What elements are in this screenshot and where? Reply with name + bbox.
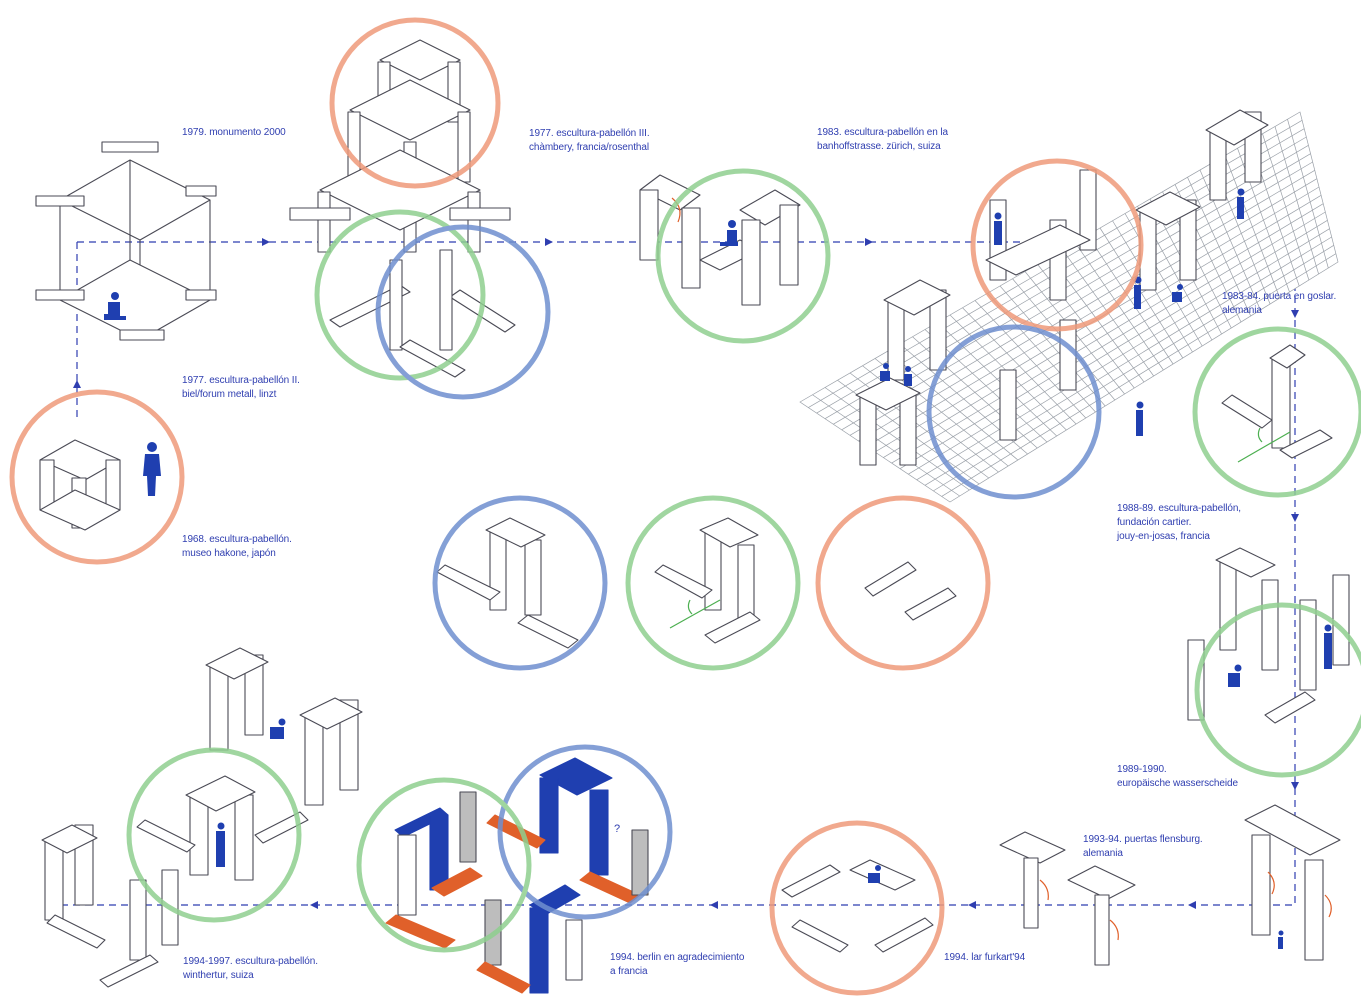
person-icon-winterthur-2 bbox=[216, 822, 225, 867]
label-monumento: 1979. monumento 2000 bbox=[182, 127, 286, 138]
flow-arrows bbox=[73, 238, 1299, 909]
label-winterthur: 1994-1997. escultura-pabellón.winthertur… bbox=[183, 956, 318, 981]
grid-line bbox=[891, 203, 1324, 464]
grid-line bbox=[933, 245, 1334, 492]
person-icon-flensburg bbox=[1278, 930, 1284, 949]
highlight-rings bbox=[9, 17, 1361, 996]
sculpture-goslar bbox=[1221, 344, 1333, 459]
person-icon-zurich-5 bbox=[880, 363, 890, 381]
person-icon-zurich-6 bbox=[904, 366, 912, 386]
grid-line bbox=[849, 161, 1313, 436]
ring-green-goslar bbox=[1192, 326, 1361, 498]
label-flensburg: 1993-94. puertas flensburg.alemania bbox=[1083, 834, 1203, 859]
ring-green-tower bbox=[314, 209, 486, 381]
ring-orange-zurich bbox=[970, 158, 1144, 332]
ring-blue-tower bbox=[375, 224, 551, 400]
grid-line bbox=[916, 228, 1330, 481]
person-icon-zurich-7 bbox=[1136, 401, 1144, 436]
grid-line bbox=[841, 153, 1311, 431]
question-mark: ? bbox=[614, 823, 620, 835]
grid-line bbox=[833, 145, 1309, 425]
person-icon-cartier-1 bbox=[1228, 664, 1242, 687]
grid-line bbox=[941, 253, 1337, 497]
ring-green-pabellon3 bbox=[655, 168, 831, 344]
sculpture-winterthur bbox=[41, 647, 363, 988]
ring-green-winterthur bbox=[126, 747, 302, 923]
ring-orange-furkart bbox=[769, 820, 945, 996]
ring-green-center bbox=[625, 495, 801, 671]
guide-lines bbox=[669, 427, 1291, 629]
sculpture-cartier bbox=[1187, 547, 1350, 724]
flow-path bbox=[60, 241, 1296, 906]
sculpture-furkart bbox=[781, 859, 934, 953]
label-goslar: 1983-84. puerta en goslar.alemania bbox=[1222, 291, 1337, 316]
label-hakone: 1968. escultura-pabellón.museo hakone, j… bbox=[182, 534, 292, 559]
sculpture-pabellon-3 bbox=[639, 174, 801, 306]
person-icon-hakone bbox=[143, 442, 161, 496]
person-icon-zurich-1 bbox=[994, 212, 1002, 245]
person-icon-monumento bbox=[104, 292, 126, 320]
sculpture-hakone bbox=[39, 439, 121, 531]
label-cartier: 1988-89. escultura-pabellón,fundación ca… bbox=[1117, 503, 1241, 542]
ring-blue-berlin bbox=[497, 744, 673, 920]
person-icon-furkart bbox=[868, 865, 881, 883]
sculpture-center-green bbox=[654, 517, 761, 644]
ring-orange-tower bbox=[329, 17, 501, 189]
person-icon-pabellon3 bbox=[720, 220, 738, 246]
rotation-arcs bbox=[671, 197, 1332, 941]
ring-blue-zurich bbox=[926, 324, 1102, 500]
ring-green-cartier bbox=[1194, 602, 1361, 778]
sculpture-center-orange bbox=[864, 561, 957, 621]
ring-green-berlin bbox=[356, 777, 532, 953]
person-icon-zurich-2 bbox=[1237, 188, 1245, 219]
ring-orange-center bbox=[815, 495, 991, 671]
grid-line bbox=[883, 195, 1322, 458]
grid-line bbox=[866, 178, 1318, 447]
sculpture-berlin bbox=[385, 757, 649, 994]
grid-line bbox=[924, 236, 1332, 486]
person-icon-zurich-4 bbox=[1172, 284, 1183, 302]
ring-orange-hakone bbox=[9, 389, 185, 565]
label-pabellon-2: 1977. escultura-pabellón II.biel/forum m… bbox=[182, 375, 300, 400]
person-figures bbox=[104, 188, 1332, 949]
person-icon-cartier-2 bbox=[1324, 624, 1332, 669]
grid-line bbox=[899, 211, 1326, 469]
sculpture-zurich bbox=[855, 109, 1269, 466]
label-furkart: 1994. lar furkart'94 bbox=[944, 952, 1026, 963]
sculpture-flensburg bbox=[999, 804, 1341, 966]
label-pabellon-3: 1977. escultura-pabellón III.chàmbery, f… bbox=[529, 128, 650, 153]
grid-line bbox=[908, 220, 1328, 475]
sculpture-monumento-2000 bbox=[35, 141, 217, 341]
person-icon-winterthur-1 bbox=[270, 718, 286, 739]
label-wasserscheide: 1989-1990.europäische wasserscheide bbox=[1117, 764, 1238, 789]
sculpture-center-blue bbox=[436, 517, 579, 649]
ring-blue-center bbox=[432, 495, 608, 671]
